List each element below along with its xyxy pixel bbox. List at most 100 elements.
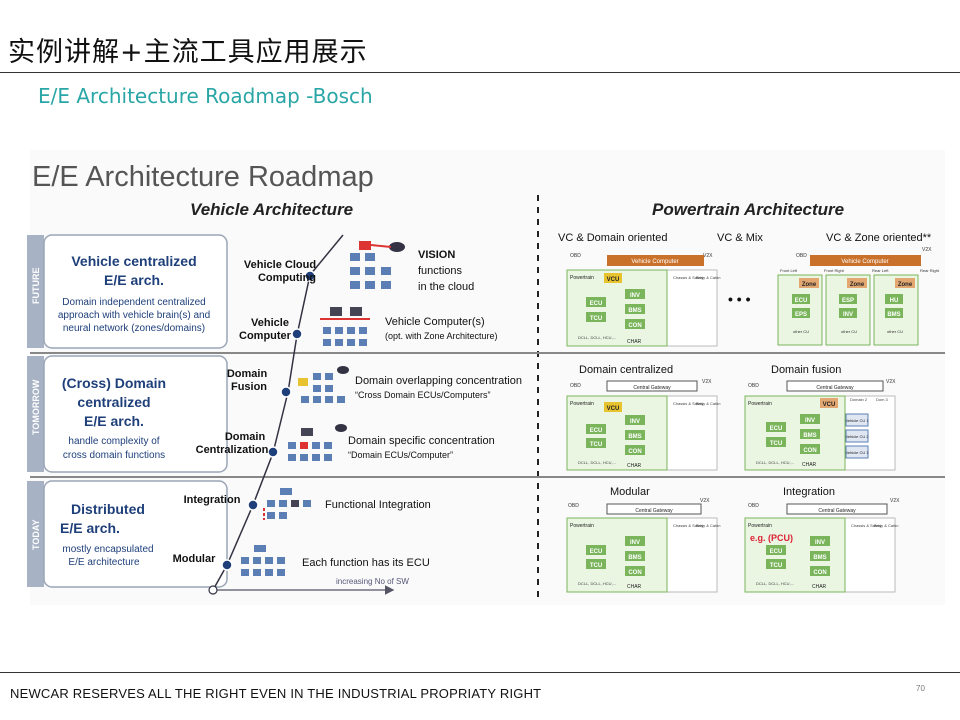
svg-text:TODAY: TODAY xyxy=(31,519,41,550)
svg-text:Vehicle Computer(s): Vehicle Computer(s) xyxy=(385,316,485,328)
era-box-tomorrow: (Cross) Domain centralized E/E arch. han… xyxy=(43,355,228,473)
era-tab-tomorrow: TOMORROW xyxy=(27,356,44,472)
svg-text:Computing: Computing xyxy=(258,272,316,284)
svg-text:Rear Left: Rear Left xyxy=(872,268,889,273)
svg-text:Body & Cabin: Body & Cabin xyxy=(696,275,720,280)
svg-text:functions: functions xyxy=(418,265,463,277)
svg-text:Domain independent centralized: Domain independent centralized xyxy=(62,297,205,308)
svg-text:(opt. with Zone Architecture): (opt. with Zone Architecture) xyxy=(385,331,498,341)
svg-text:CON: CON xyxy=(628,323,641,329)
svg-text:“Cross Domain ECUs/Computers”: “Cross Domain ECUs/Computers” xyxy=(355,390,491,400)
svg-text:BMS: BMS xyxy=(628,308,641,314)
svg-text:ESP: ESP xyxy=(842,298,854,304)
svg-text:ECU: ECU xyxy=(590,549,603,555)
svg-text:CHAR: CHAR xyxy=(802,462,817,468)
pt-panel-domain-centralized: Domain centralized OBD V2X Central Gatew… xyxy=(566,364,720,471)
svg-text:Central Gateway: Central Gateway xyxy=(633,385,671,391)
svg-text:Integration: Integration xyxy=(184,494,241,506)
svg-text:OBD: OBD xyxy=(570,383,581,389)
step-markers xyxy=(221,270,316,571)
svg-text:Domain centralized: Domain centralized xyxy=(579,364,673,376)
svg-text:OBD: OBD xyxy=(570,253,581,259)
roadmap-axis: increasing No of SW xyxy=(208,234,409,595)
svg-text:E/E arch.: E/E arch. xyxy=(104,272,164,288)
svg-text:Rear Right: Rear Right xyxy=(920,268,940,273)
svg-text:INV: INV xyxy=(843,312,853,318)
svg-text:VC & Domain oriented: VC & Domain oriented xyxy=(558,232,667,244)
svg-text:E/E arch.: E/E arch. xyxy=(60,520,120,536)
slide-subtitle: E/E Architecture Roadmap -Bosch xyxy=(38,84,373,108)
svg-text:Integration: Integration xyxy=(783,486,835,498)
svg-text:Zone: Zone xyxy=(850,282,865,288)
svg-text:Centralization: Centralization xyxy=(196,444,269,456)
svg-text:DCLL, DCLL, HCU,...: DCLL, DCLL, HCU,... xyxy=(756,460,794,465)
title-divider xyxy=(0,72,960,73)
svg-text:BMS: BMS xyxy=(628,555,641,561)
pt-panel-domain-fusion: Domain fusion OBD V2X Central Gateway Po… xyxy=(744,364,896,471)
svg-text:HU: HU xyxy=(890,298,899,304)
svg-text:Central Gateway: Central Gateway xyxy=(635,508,673,514)
svg-text:approach with vehicle brain(s): approach with vehicle brain(s) and xyxy=(58,310,210,321)
svg-text:DCLL, DCLL, HCU,...: DCLL, DCLL, HCU,... xyxy=(578,581,616,586)
pt-panel-vc-zone: VC & Zone oriented** OBD V2X Vehicle Com… xyxy=(777,232,940,346)
svg-text:Domain fusion: Domain fusion xyxy=(771,364,841,376)
svg-text:DCLL, DCLL, HCU,...: DCLL, DCLL, HCU,... xyxy=(756,581,794,586)
svg-text:V2X: V2X xyxy=(890,498,900,504)
svg-text:Powertrain: Powertrain xyxy=(748,523,772,529)
svg-text:CHAR: CHAR xyxy=(627,339,642,345)
slide-title: 实例讲解+主流工具应用展示 xyxy=(8,37,368,68)
svg-text:TCU: TCU xyxy=(590,442,602,448)
svg-text:Powertrain: Powertrain xyxy=(748,401,772,407)
svg-text:EPS: EPS xyxy=(795,312,807,318)
svg-text:Chassis & Safety: Chassis & Safety xyxy=(851,523,881,528)
svg-text:Dom 3: Dom 3 xyxy=(876,397,889,402)
svg-text:Zone: Zone xyxy=(898,282,913,288)
svg-text:INV: INV xyxy=(630,419,640,425)
footer-text: NEWCAR RESERVES ALL THE RIGHT EVEN IN TH… xyxy=(10,686,542,701)
svg-text:(Cross) Domain: (Cross) Domain xyxy=(62,375,166,391)
svg-text:ECU: ECU xyxy=(770,549,783,555)
era-tab-future: FUTURE xyxy=(27,235,44,348)
svg-text:Front Right: Front Right xyxy=(824,268,845,273)
svg-text:INV: INV xyxy=(630,293,640,299)
svg-text:Each function has its ECU: Each function has its ECU xyxy=(302,557,430,569)
svg-text:Vehicle: Vehicle xyxy=(251,317,289,329)
svg-text:CHAR: CHAR xyxy=(627,584,642,590)
svg-text:FUTURE: FUTURE xyxy=(31,268,41,305)
svg-text:neural network (zones/domains): neural network (zones/domains) xyxy=(63,323,205,334)
svg-text:Chassis & Safety: Chassis & Safety xyxy=(673,401,703,406)
svg-text:Vehicle Cloud: Vehicle Cloud xyxy=(244,259,316,271)
era-box-today: Distributed E/E arch. mostly encapsulate… xyxy=(43,480,228,588)
svg-text:VCU: VCU xyxy=(607,406,620,412)
pt-panel-vc-domain: VC & Domain oriented OBD V2X Vehicle Com… xyxy=(558,232,720,347)
svg-text:V2X: V2X xyxy=(922,247,932,253)
svg-text:OBD: OBD xyxy=(748,383,759,389)
svg-text:V2X: V2X xyxy=(702,379,712,385)
svg-text:VISION: VISION xyxy=(418,249,455,261)
svg-text:Distributed: Distributed xyxy=(71,501,145,517)
svg-text:V2X: V2X xyxy=(886,379,896,385)
axis-label: increasing No of SW xyxy=(336,577,409,586)
svg-text:Body & Cabin: Body & Cabin xyxy=(874,523,898,528)
svg-text:INV: INV xyxy=(805,418,815,424)
svg-text:other CU: other CU xyxy=(793,329,809,334)
svg-text:Domain 2: Domain 2 xyxy=(850,397,868,402)
svg-text:handle complexity of: handle complexity of xyxy=(68,436,159,447)
svg-text:ECU: ECU xyxy=(590,428,603,434)
svg-text:Zone: Zone xyxy=(802,282,817,288)
svg-text:OBD: OBD xyxy=(796,253,807,259)
svg-text:ECU: ECU xyxy=(795,298,808,304)
svg-text:Functional Integration: Functional Integration xyxy=(325,499,431,511)
svg-text:VC & Mix: VC & Mix xyxy=(717,232,763,244)
svg-text:• • •: • • • xyxy=(728,291,751,307)
svg-text:Powertrain: Powertrain xyxy=(570,275,594,281)
svg-text:E/E arch.: E/E arch. xyxy=(84,413,144,429)
svg-text:DCLL, DCLL, HCU,...: DCLL, DCLL, HCU,... xyxy=(578,460,616,465)
svg-text:Modular: Modular xyxy=(610,486,650,498)
era-tab-today: TODAY xyxy=(27,481,44,587)
svg-text:TCU: TCU xyxy=(770,563,782,569)
svg-text:CHAR: CHAR xyxy=(627,463,642,469)
svg-text:Fusion: Fusion xyxy=(231,381,267,393)
svg-text:INV: INV xyxy=(630,540,640,546)
svg-text:Modular: Modular xyxy=(173,553,216,565)
